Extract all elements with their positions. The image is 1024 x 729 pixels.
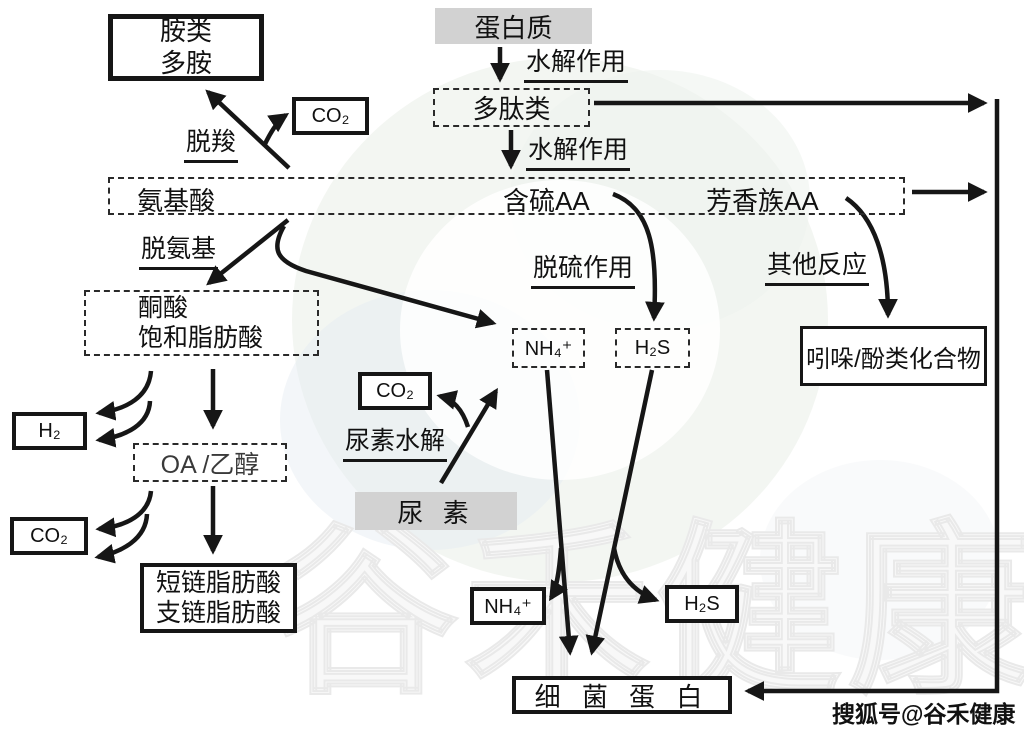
arrow-h2s-descend	[585, 369, 655, 656]
node-scfa-line2: 支链脂肪酸	[155, 599, 281, 627]
node-oa-ethanol: OA /乙醇	[133, 443, 287, 482]
label-other-reactions: 其他反应	[765, 251, 870, 286]
node-amines-line2: 多胺	[159, 47, 212, 78]
node-h2s-upper: H₂S	[615, 328, 690, 368]
arrow-urea-to-nh4	[439, 387, 498, 485]
node-nh4-lower: NH₄⁺	[470, 587, 546, 625]
node-peptides: 多肽类	[433, 88, 590, 127]
arrow-nh4-descend	[544, 369, 579, 656]
arrow-to-h2-upper	[95, 370, 154, 421]
arrow-collector-to-bacterial	[744, 99, 1000, 701]
node-aromatic-aa: 芳香族AA	[706, 186, 819, 216]
node-nh4-upper: NH₄⁺	[512, 328, 585, 368]
node-amines-line1: 胺类	[159, 15, 212, 46]
watermark-large-text: 谷禾健康	[271, 509, 1024, 716]
node-scfa-line1: 短链脂肪酸	[155, 568, 281, 597]
label-hydrolysis-1: 水解作用	[524, 48, 629, 83]
arrow-urea-to-co2	[436, 390, 471, 428]
node-co2-mid: CO₂	[358, 372, 432, 410]
arrow-to-co2-upper	[95, 490, 154, 538]
node-scfa: 短链脂肪酸 支链脂肪酸	[140, 563, 297, 633]
watermark-credit: 搜狐号@谷禾健康	[832, 701, 1016, 727]
node-keto-line2: 饱和脂肪酸	[138, 324, 264, 352]
node-h2s-lower: H₂S	[665, 585, 739, 623]
arrow-aa-to-nh4	[275, 224, 497, 329]
node-h2: H₂	[12, 412, 87, 450]
node-keto-acids: 酮酸 饱和脂肪酸	[84, 290, 319, 356]
node-sulfur-aa: 含硫AA	[503, 186, 590, 216]
arrow-decarb-co2	[261, 112, 290, 147]
arrow-branch-nh4-lower	[549, 547, 568, 602]
arrow-sulfuraa-to-h2s	[612, 191, 665, 322]
node-amines-polyamines: 胺类 多胺	[108, 14, 264, 81]
label-decarboxylation: 脱羧	[184, 128, 239, 163]
label-deamination: 脱氨基	[139, 235, 219, 270]
label-urea-hydrolysis: 尿素水解	[343, 427, 448, 462]
arrow-to-h2-lower	[95, 400, 153, 448]
label-hydrolysis-2: 水解作用	[526, 136, 631, 171]
node-keto-line1: 酮酸	[138, 293, 189, 322]
node-co2-left: CO₂	[10, 517, 88, 555]
node-urea: 尿 素	[355, 492, 517, 530]
arrow-to-co2-lower	[94, 513, 150, 564]
node-amino-acid: 氨基酸	[137, 186, 216, 216]
arrow-decarboxylation	[205, 89, 291, 170]
arrow-branch-h2s-lower	[611, 547, 660, 604]
node-indole-phenol: 吲哚/酚类化合物	[800, 326, 987, 386]
arrow-aromatic-to-indole	[844, 196, 898, 319]
node-bacterial-protein: 细 菌 蛋 白	[512, 676, 732, 714]
arrow-deamination	[206, 218, 290, 286]
node-protein: 蛋白质	[435, 8, 592, 44]
label-desulfurization: 脱硫作用	[531, 254, 636, 289]
node-co2-top: CO₂	[292, 97, 369, 135]
node-amino-acid-row	[108, 177, 905, 215]
